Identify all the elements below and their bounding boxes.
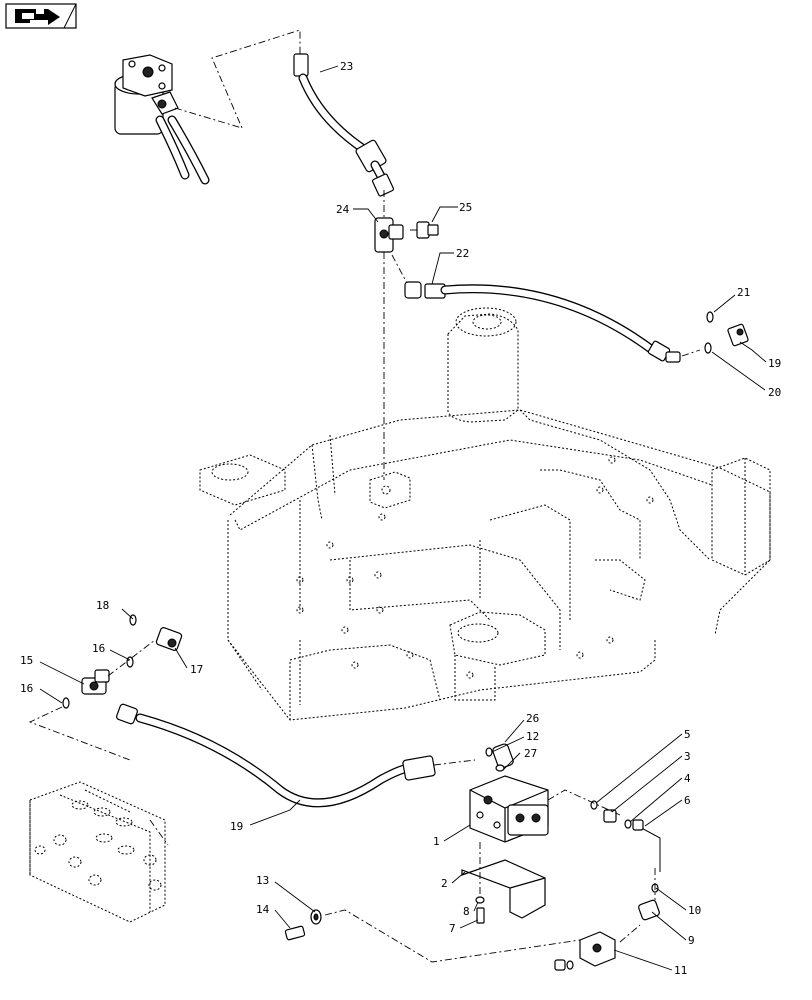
elbow-fitting-17 (155, 627, 183, 651)
callout-4: 4 (684, 772, 691, 785)
o-ring-4 (624, 819, 632, 829)
control-valve-bank (29, 781, 166, 923)
steering-valve (114, 54, 210, 185)
manifold-11 (554, 931, 616, 971)
callout-11: 11 (674, 964, 687, 977)
o-ring-28 (495, 764, 505, 772)
callout-9: 9 (688, 934, 695, 947)
o-ring-22 (706, 311, 714, 323)
callout-23: 22 (456, 247, 469, 260)
tee-fitting-25 (374, 217, 404, 253)
o-ring-12 (485, 747, 493, 757)
callout-19: 19 (230, 820, 243, 833)
hose-19 (116, 703, 436, 808)
callout-5: 5 (684, 728, 691, 741)
callout-15: 15 (20, 654, 33, 667)
hose-24 (293, 53, 394, 197)
callout-28: 27 (524, 747, 537, 760)
callout-8: 8 (463, 905, 470, 918)
callout-22: 21 (737, 286, 750, 299)
callout-21: 20 (768, 386, 781, 399)
tractor-frame (199, 307, 771, 721)
callout-3: 3 (684, 750, 691, 763)
callout-25: 24 (336, 203, 350, 216)
callout-16-upper: 16 (92, 642, 105, 655)
callout-14: 14 (256, 903, 270, 916)
callout-27: 26 (526, 712, 539, 725)
callout-1: 1 (433, 835, 440, 848)
bolt-7 (476, 907, 485, 924)
arrow-icon[interactable] (5, 3, 77, 29)
callout-17: 17 (190, 663, 203, 676)
adapter-3 (603, 809, 617, 823)
bracket-2 (461, 859, 546, 919)
pressure-switch-26 (410, 221, 439, 239)
callout-10: 10 (688, 904, 701, 917)
callout-13: 13 (256, 874, 269, 887)
callout-2: 2 (441, 877, 448, 890)
o-ring-21 (704, 342, 712, 354)
callout-16-lower: 16 (20, 682, 33, 695)
callout-leaders (39, 65, 767, 971)
callout-20: 19 (768, 357, 781, 370)
sensor-20 (727, 323, 749, 347)
valve-1 (469, 775, 549, 843)
tube-6 (632, 819, 661, 872)
callout-18: 18 (96, 599, 109, 612)
elbow-fitting-9 (638, 899, 660, 921)
washer-13 (310, 909, 322, 925)
callout-12: 12 (526, 730, 539, 743)
callout-6: 6 (684, 794, 691, 807)
washer-8 (475, 896, 485, 904)
tee-fitting-15 (81, 669, 110, 695)
callout-24: 23 (340, 60, 353, 73)
callout-7: 7 (449, 922, 456, 935)
callout-labels: 23 24 25 22 21 19 20 18 16 17 15 16 19 2… (20, 60, 781, 977)
hose-23 (404, 281, 681, 363)
callout-26: 25 (459, 201, 472, 214)
o-ring-16b (62, 697, 70, 709)
bolt-14 (284, 925, 306, 941)
